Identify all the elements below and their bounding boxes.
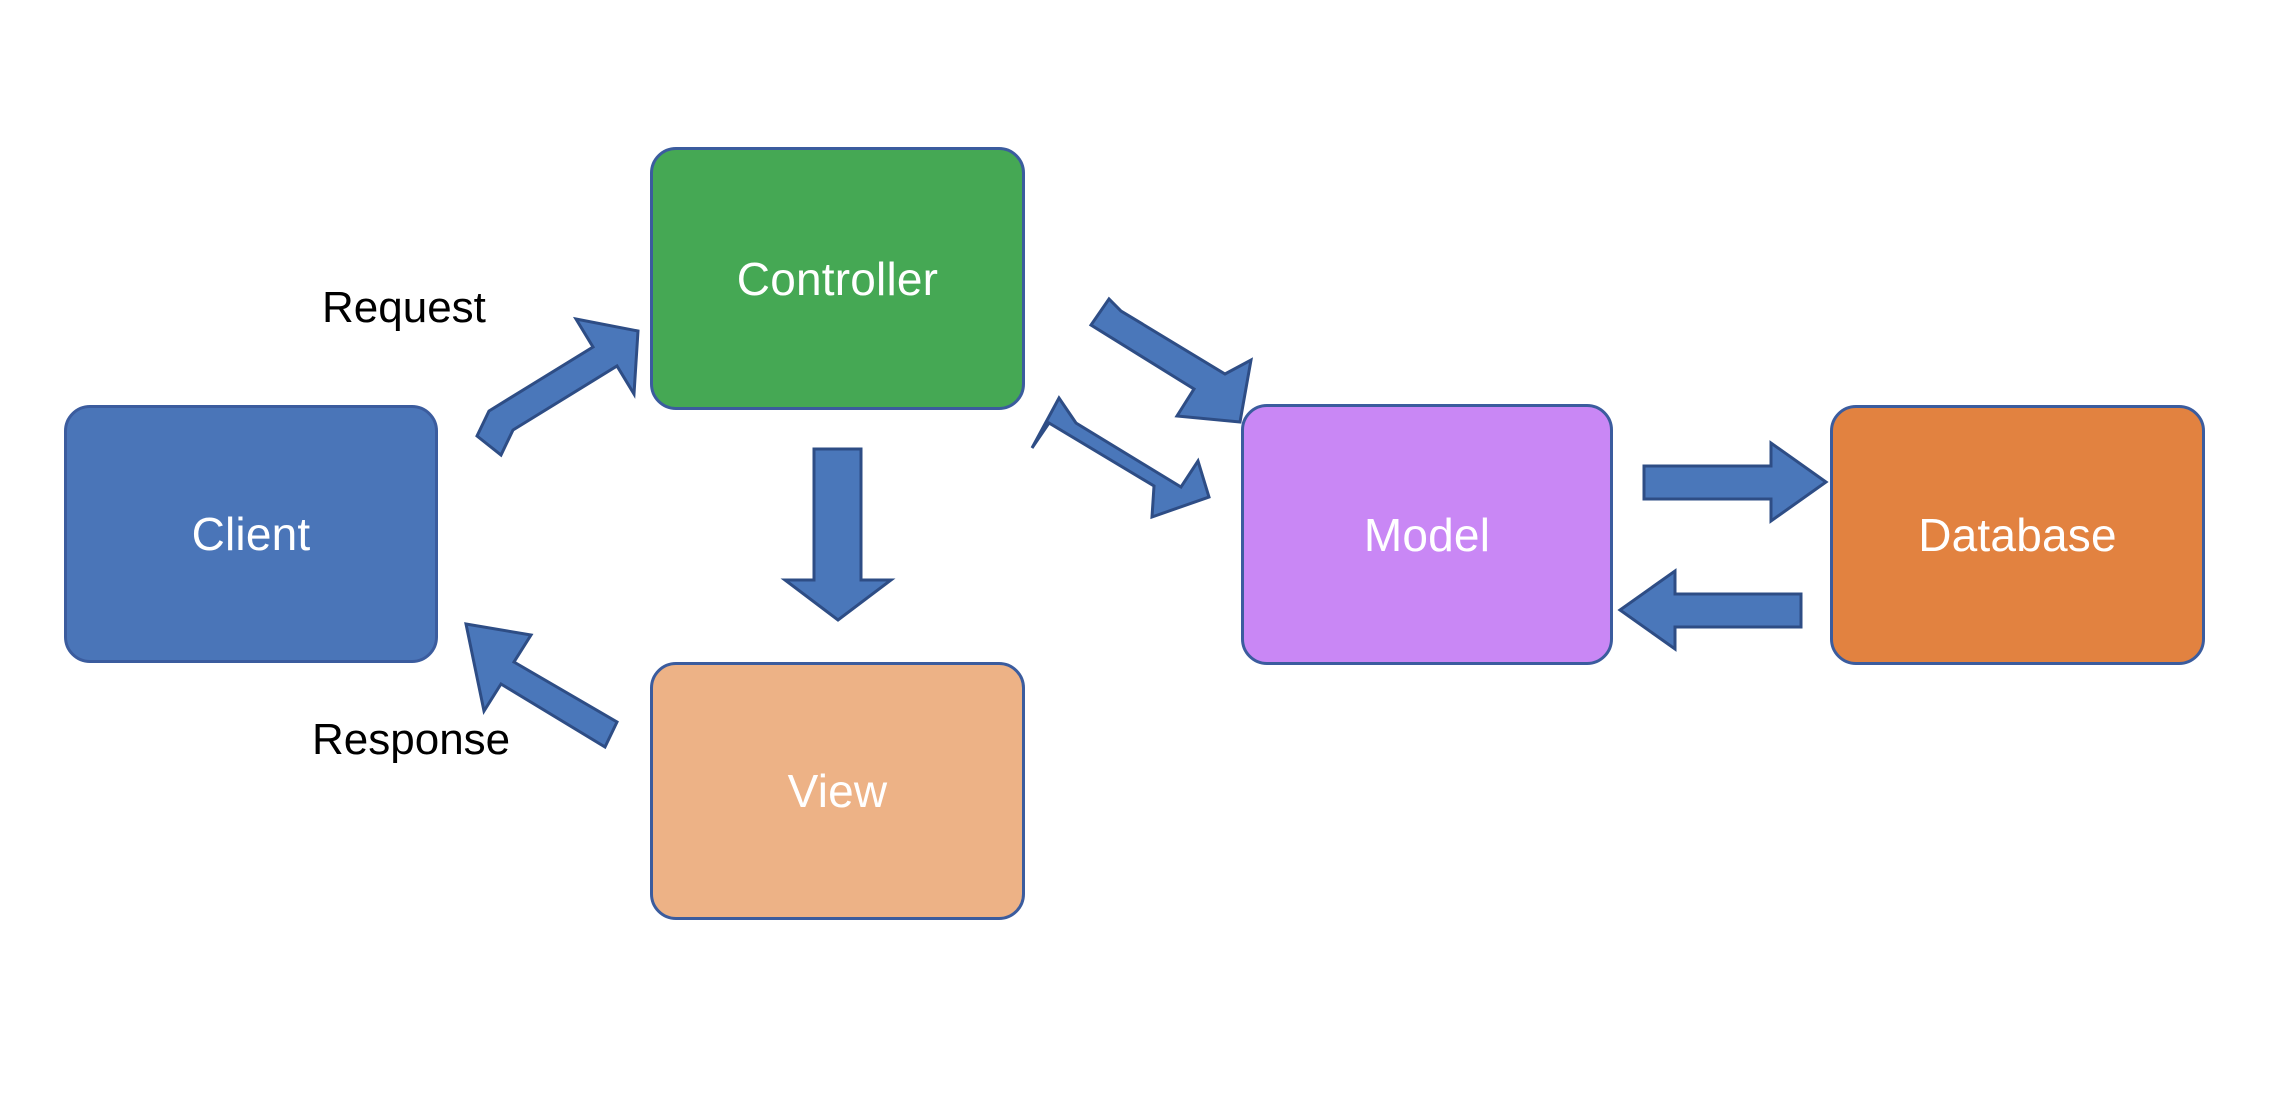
node-controller-label: Controller (736, 252, 939, 305)
node-controller[interactable]: Controller (650, 147, 1025, 410)
edge-label-request: Request (322, 283, 486, 332)
arrow-database-to-model (1617, 568, 1803, 652)
arrow-client-to-controller (475, 316, 640, 458)
arrow-model-to-controller (1030, 395, 1211, 520)
node-model[interactable]: Model (1241, 404, 1613, 665)
arrow-model-to-database (1642, 440, 1829, 524)
node-model-label: Model (1363, 508, 1491, 561)
node-database-label: Database (1918, 509, 2117, 561)
edge-label-response: Response (312, 715, 511, 764)
node-client-label: Client (191, 508, 311, 560)
arrow-controller-to-model (1088, 296, 1254, 424)
node-client[interactable]: Client (64, 405, 438, 663)
node-database[interactable]: Database (1830, 405, 2205, 665)
node-view-label: View (787, 765, 888, 817)
node-view[interactable]: View (650, 662, 1025, 920)
arrow-controller-to-view (780, 447, 896, 622)
